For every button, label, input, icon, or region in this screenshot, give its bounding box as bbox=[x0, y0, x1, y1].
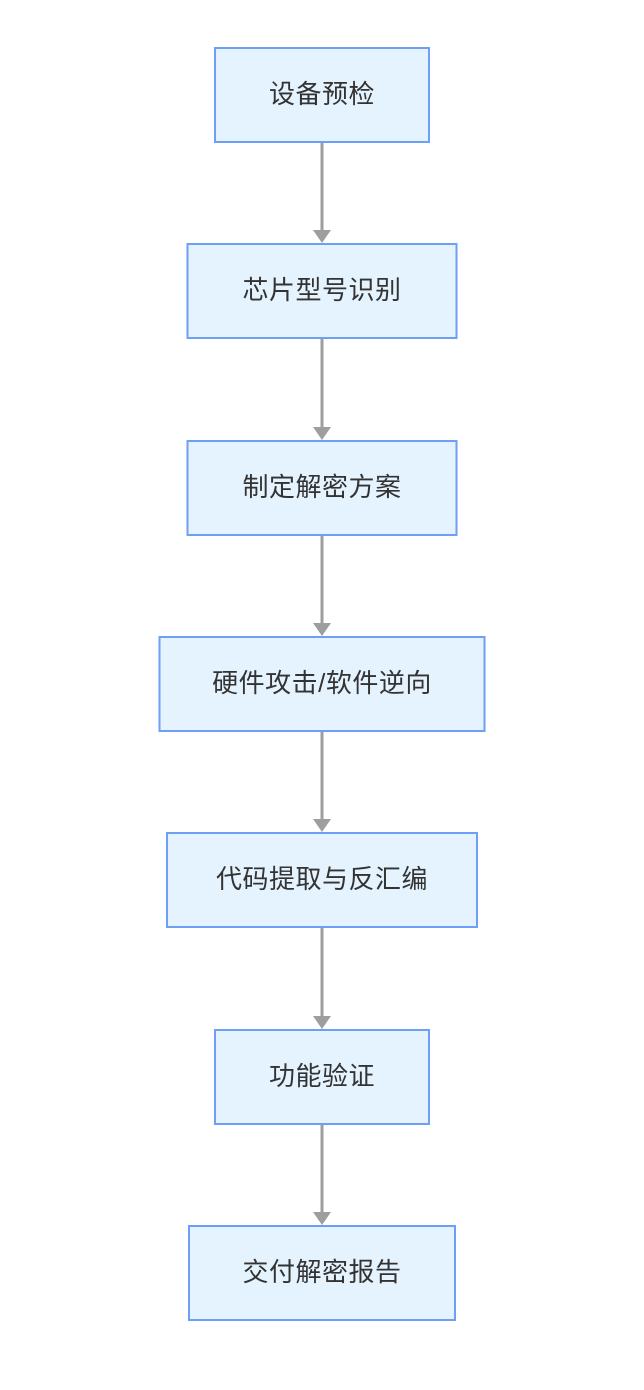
flow-node-function-verification[interactable]: 功能验证 bbox=[214, 1029, 430, 1125]
flow-node-label: 制定解密方案 bbox=[242, 472, 402, 503]
arrowhead-icon bbox=[313, 819, 331, 832]
connector-line bbox=[320, 1125, 324, 1212]
flow-connector-4 bbox=[313, 732, 331, 832]
flow-node-chip-model-identification[interactable]: 芯片型号识别 bbox=[186, 243, 458, 339]
flow-node-code-extraction-disassembly[interactable]: 代码提取与反汇编 bbox=[166, 832, 478, 928]
connector-line bbox=[320, 732, 324, 819]
flow-node-device-precheck[interactable]: 设备预检 bbox=[214, 47, 430, 143]
connector-line bbox=[320, 143, 324, 230]
flow-node-hardware-attack-software-reverse[interactable]: 硬件攻击/软件逆向 bbox=[158, 636, 486, 732]
flow-node-label: 交付解密报告 bbox=[242, 1257, 402, 1288]
flow-node-label: 代码提取与反汇编 bbox=[215, 864, 428, 895]
connector-line bbox=[320, 928, 324, 1016]
arrowhead-icon bbox=[313, 1212, 331, 1225]
connector-line bbox=[320, 339, 324, 427]
arrowhead-icon bbox=[313, 427, 331, 440]
flow-node-label: 硬件攻击/软件逆向 bbox=[212, 668, 432, 699]
flow-connector-5 bbox=[313, 928, 331, 1029]
arrowhead-icon bbox=[313, 1016, 331, 1029]
flow-node-label: 设备预检 bbox=[268, 79, 375, 110]
flow-connector-1 bbox=[313, 143, 331, 243]
flow-node-label: 功能验证 bbox=[268, 1061, 375, 1092]
arrowhead-icon bbox=[313, 230, 331, 243]
flow-node-label: 芯片型号识别 bbox=[242, 275, 402, 306]
flow-connector-2 bbox=[313, 339, 331, 440]
connector-line bbox=[320, 536, 324, 623]
flow-connector-3 bbox=[313, 536, 331, 636]
arrowhead-icon bbox=[313, 623, 331, 636]
flow-connector-6 bbox=[313, 1125, 331, 1225]
flow-node-decryption-plan[interactable]: 制定解密方案 bbox=[186, 440, 458, 536]
flow-node-deliver-decryption-report[interactable]: 交付解密报告 bbox=[188, 1225, 456, 1321]
